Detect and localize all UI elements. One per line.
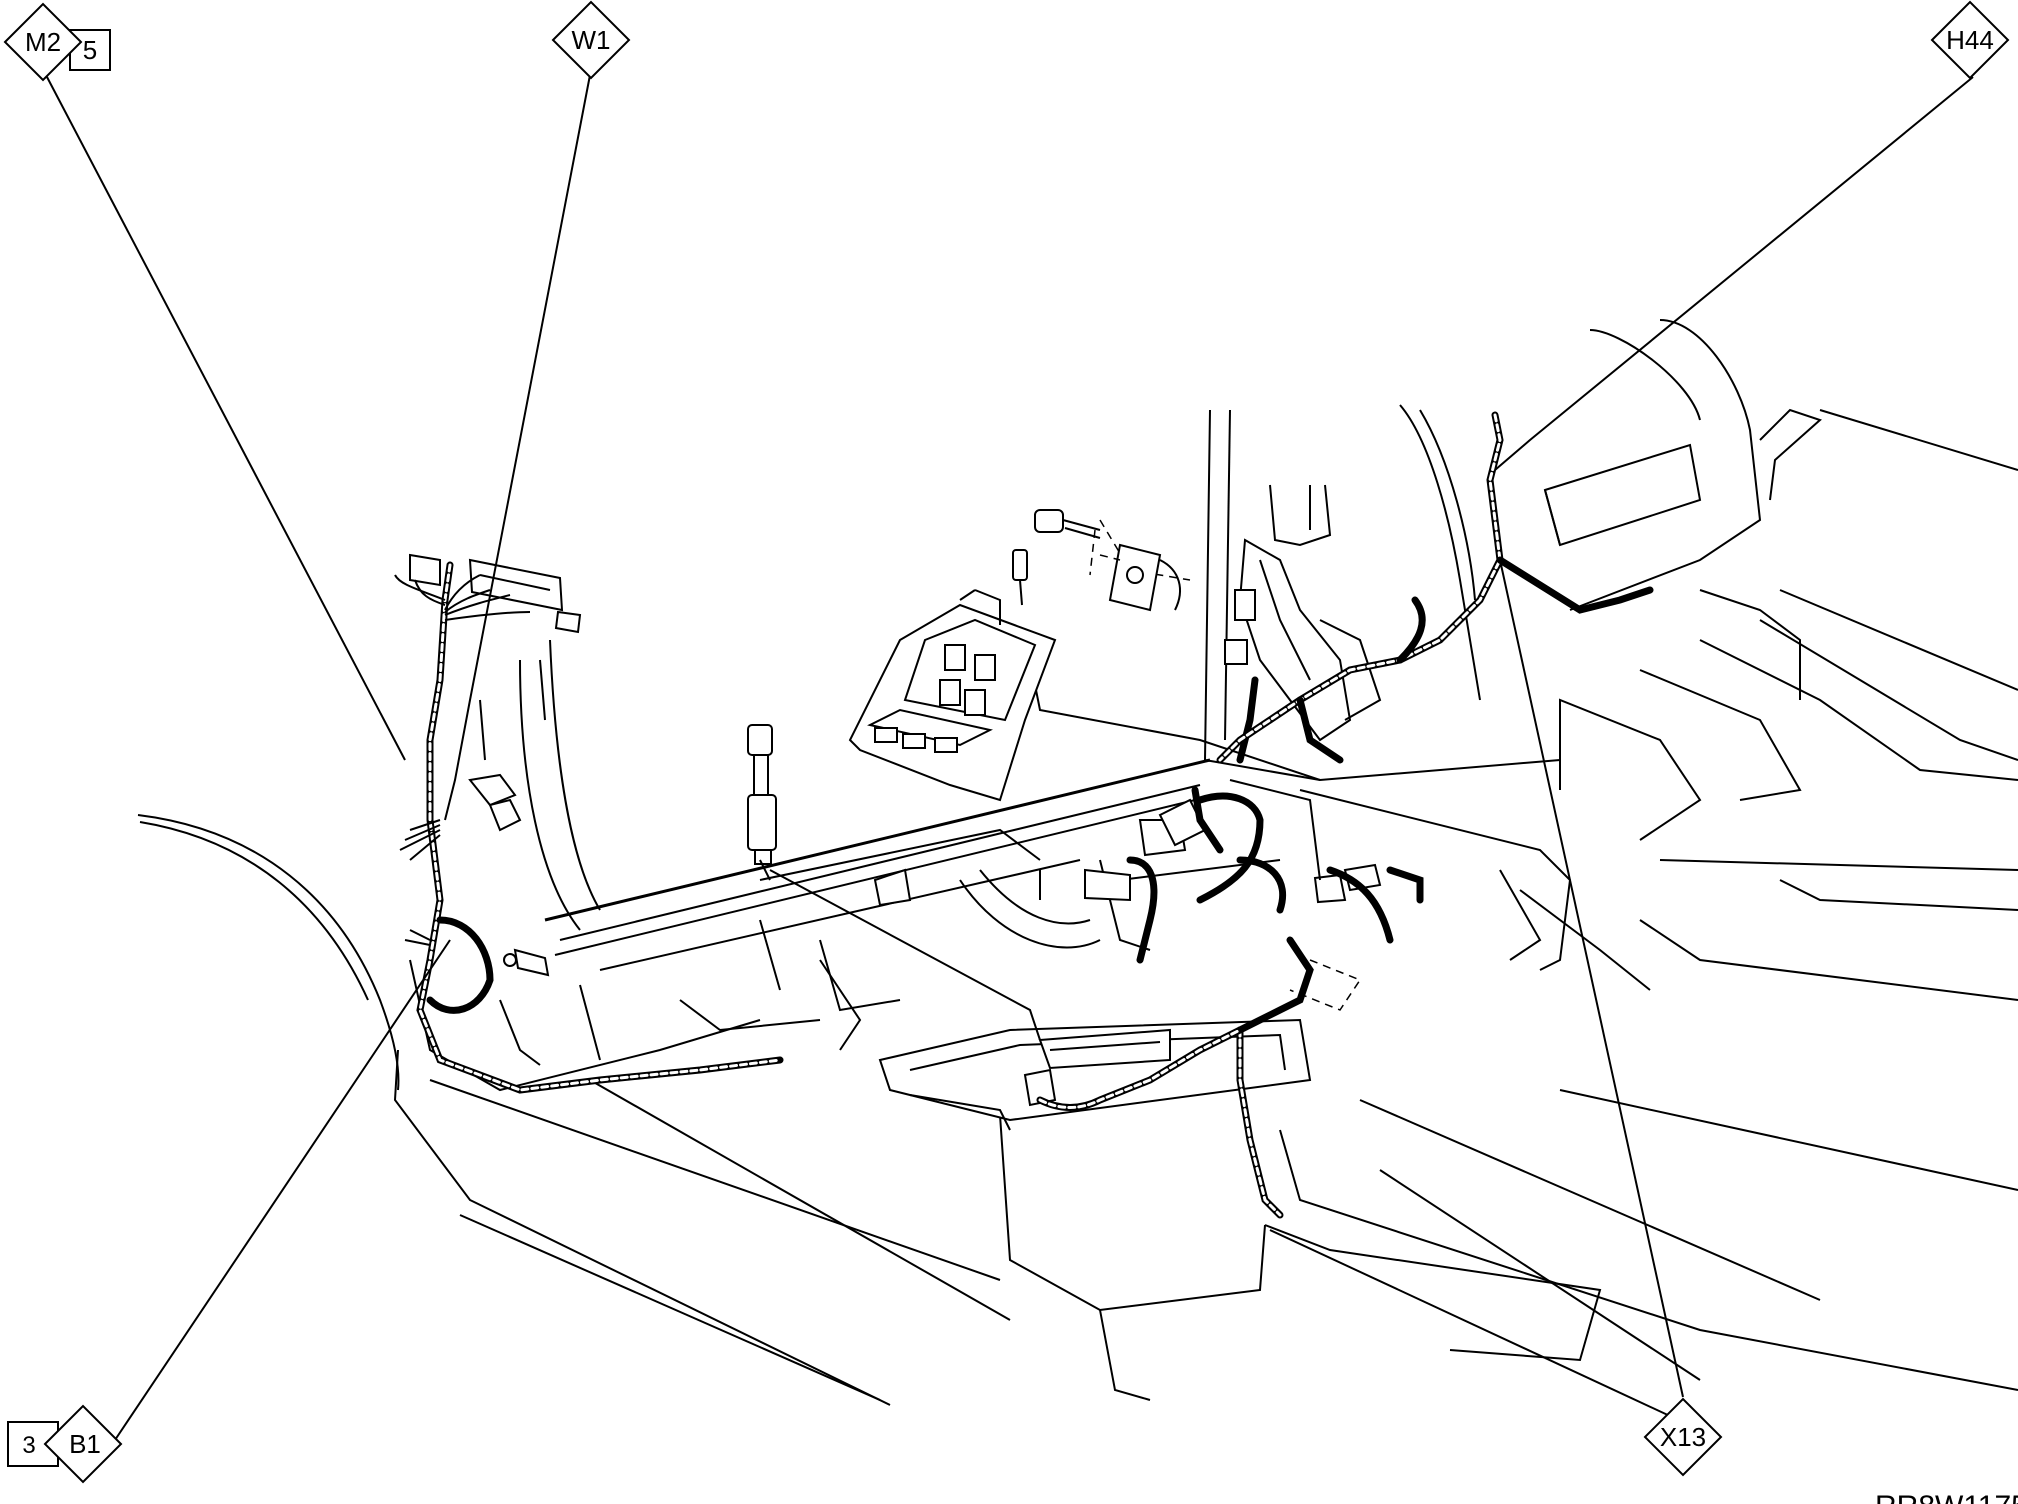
bolt-with-bracket [1034,509,1181,612]
callout-m2-diamond [3,2,83,82]
callout-b1-diamond [43,1404,123,1484]
front-harness-connectors [409,553,582,977]
callout-w1-diamond [551,0,631,80]
figure-id: RR8W1175 [1875,1490,2018,1504]
callout-x13-code: X13 [1660,1422,1706,1452]
callout-h44: H44 [1930,0,2010,80]
callout-h44-diamond [1930,0,2010,80]
callout-b1-box-number: 3 [22,1432,35,1459]
callout-x13: X13 [1643,1397,1723,1477]
callout-w1: W1 [551,0,631,80]
callout-w1-code: W1 [572,25,611,55]
console-connectors [873,798,1382,1107]
callout-b1: 3 B1 [7,1404,123,1484]
harness-wire-splay [394,574,531,946]
callout-m2-code: M2 [25,27,61,57]
vehicle-floor-outline [137,319,2018,1431]
callout-b1-code: B1 [69,1429,101,1459]
callout-h44-code: H44 [1946,25,1994,55]
window-switch-panel [848,589,1057,802]
screw-upper [1012,549,1028,606]
callout-x13-diamond [1643,1397,1723,1477]
callout-leader-lines [46,74,1974,1441]
callout-m2: M2 5 [3,2,111,82]
callout-m2-box-number: 5 [83,35,97,65]
wiring-harness [416,411,1654,1219]
cigar-lighter [747,724,777,881]
